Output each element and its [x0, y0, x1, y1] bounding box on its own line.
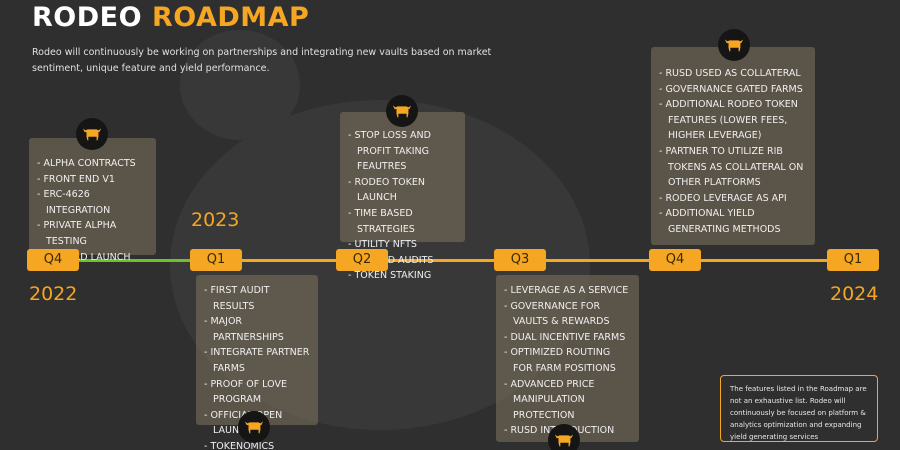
year-label-2023: 2023 — [191, 209, 240, 231]
page-title: RODEO ROADMAP — [32, 2, 309, 33]
roadmap-card-q3-2023: - LEVERAGE AS A SERVICE - GOVERNANCE FOR… — [496, 275, 639, 442]
title-word-rodeo: RODEO — [32, 2, 143, 33]
list-item: - OPTIMIZED ROUTING FOR FARM POSITIONS — [504, 347, 616, 374]
list-item: - ADDITIONAL YIELD GENERATING METHODS — [659, 208, 781, 235]
list-item: - ERC-4626 INTEGRATION — [37, 189, 111, 216]
quarter-label-q3-2023: Q3 — [494, 249, 546, 271]
roadmap-card-q4-2023: - RUSD USED AS COLLATERAL - GOVERNANCE G… — [651, 47, 815, 245]
bull-icon — [76, 118, 108, 150]
roadmap-card-q2-2023: - STOP LOSS AND PROFIT TAKING FEAUTRES -… — [340, 112, 465, 281]
list-item: - MAJOR PARTNERSHIPS — [204, 316, 284, 343]
bull-icon — [548, 424, 580, 450]
list-item: - INTEGRATE PARTNER FARMS — [204, 347, 310, 374]
list-item: - RODEO LEVERAGE AS API — [659, 192, 787, 204]
list-item: - RUSD USED AS COLLATERAL — [659, 68, 801, 79]
list-item: - DUAL INCENTIVE FARMS — [504, 331, 626, 343]
list-item: - TIME BASED STRATEGIES — [348, 207, 415, 235]
list-item: - FIRST AUDIT RESULTS — [204, 285, 270, 312]
background-silhouette-head — [180, 30, 300, 140]
quarter-label-q1-2024: Q1 — [827, 249, 879, 271]
quarter-label-q2-2023: Q2 — [336, 249, 388, 271]
year-label-2024: 2024 — [830, 283, 879, 305]
list-item: - ALPHA CONTRACTS — [37, 158, 136, 169]
timeline-line-completed — [60, 259, 200, 262]
list-item: - PARTNER TO UTILIZE RIB TOKENS AS COLLA… — [659, 145, 804, 189]
list-item: - PROOF OF LOVE PROGRAM — [204, 378, 287, 406]
roadmap-card-q4-2022: - ALPHA CONTRACTS - FRONT END V1 - ERC-4… — [29, 138, 156, 263]
title-word-roadmap: ROADMAP — [151, 2, 310, 33]
list-item: - FRONT END V1 — [37, 173, 115, 185]
page-subtitle: Rodeo will continuously be working on pa… — [32, 47, 492, 74]
list-item: - TOKENOMICS RELEASE — [204, 440, 275, 450]
quarter-label-q4-2023: Q4 — [649, 249, 701, 271]
list-item: - TOKEN STAKING — [348, 270, 432, 282]
disclaimer-note: The features listed in the Roadmap are n… — [720, 375, 878, 442]
year-label-2022: 2022 — [29, 283, 78, 305]
list-item: - SECOND AUDITS — [348, 254, 434, 266]
list-item: - STOP LOSS AND PROFIT TAKING FEAUTRES — [348, 130, 431, 173]
quarter-label-q1-2023: Q1 — [190, 249, 242, 271]
list-item: - PRIVATE ALPHA TESTING — [37, 220, 117, 247]
list-item: - RODEO TOKEN LAUNCH — [348, 176, 425, 204]
list-item: - ADVANCED PRICE MANIPULATION PROTECTION — [504, 378, 595, 421]
bull-icon — [238, 411, 270, 443]
list-item: - ADDITIONAL RODEO TOKEN FEATURES (LOWER… — [659, 99, 798, 142]
roadmap-card-q1-2023: - FIRST AUDIT RESULTS - MAJOR PARTNERSHI… — [196, 275, 318, 450]
quarter-label-q4-2022: Q4 — [27, 249, 79, 271]
bull-icon — [386, 95, 418, 127]
list-item: - GOVERNANCE GATED FARMS — [659, 83, 803, 95]
list-item: - DISCORD LAUNCH — [37, 251, 131, 263]
list-item: - LEVERAGE AS A SERVICE — [504, 285, 629, 296]
list-item: - UTILITY NFTS — [348, 239, 417, 251]
bull-icon — [718, 29, 750, 61]
list-item: - GOVERNANCE FOR VAULTS & REWARDS — [504, 300, 610, 328]
